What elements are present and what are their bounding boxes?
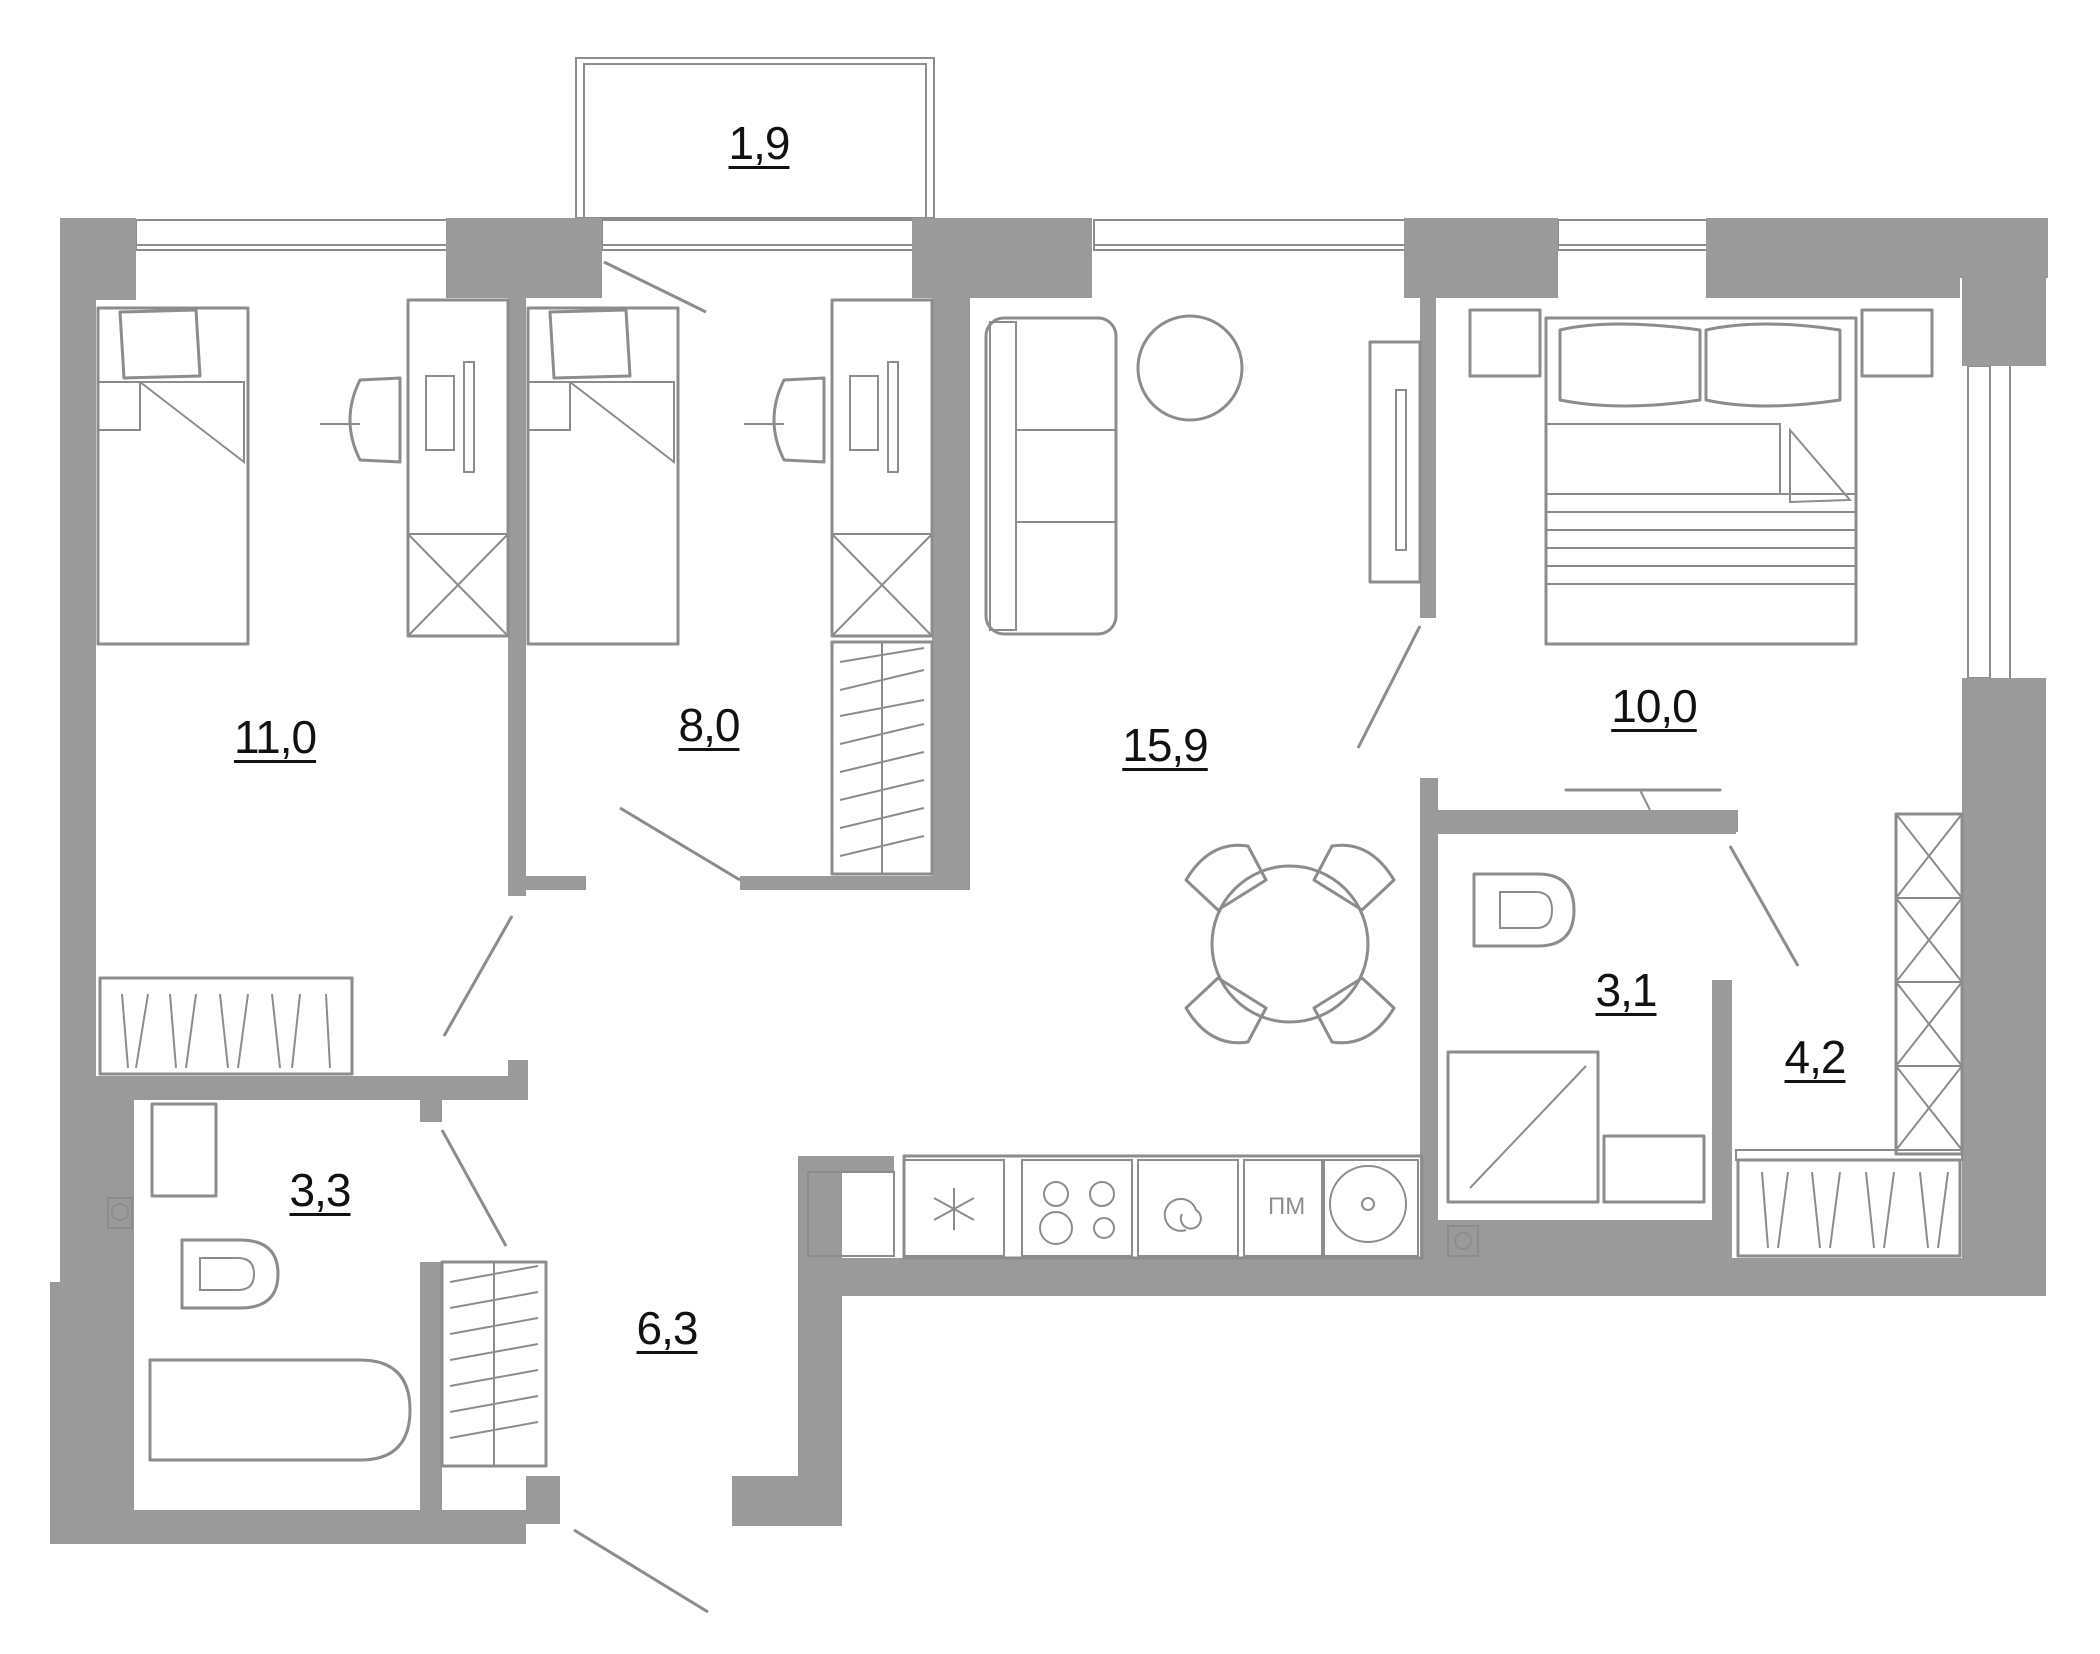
desk-middle — [744, 298, 934, 638]
area-label-bathroom-right: 3,1 — [1595, 964, 1658, 1016]
wardrobe-middle — [830, 640, 934, 876]
area-label-bedroom-left: 11,0 — [233, 711, 317, 763]
double-bed — [1468, 308, 1934, 646]
bathroom-left-fixtures — [107, 1102, 412, 1462]
doors — [440, 260, 1800, 1614]
walls — [50, 218, 2048, 1544]
kitchen-counter: ПМ — [807, 1154, 1424, 1260]
round-coffee-table — [1136, 314, 1244, 422]
tv-stand — [1368, 340, 1422, 584]
area-label-hallway: 6,3 — [636, 1302, 699, 1354]
area-label-bedroom-middle: 8,0 — [678, 699, 741, 751]
wardrobe-hall-right — [1736, 1158, 1962, 1258]
area-label-balcony: 1,9 — [728, 117, 791, 169]
wardrobe-hallway — [440, 1260, 548, 1468]
tv-master — [1564, 788, 1722, 811]
fridge-snowflake-icon — [933, 1188, 975, 1230]
area-label-hall-right: 4,2 — [1784, 1031, 1847, 1083]
dishwasher-label: ПМ — [1268, 1193, 1305, 1220]
closet-right — [1894, 812, 1964, 1156]
bed-middle — [526, 306, 680, 646]
area-label-living-kitchen: 15,9 — [1122, 719, 1209, 771]
window-right — [1967, 365, 2011, 679]
wardrobe-left — [98, 976, 354, 1076]
balcony — [575, 57, 935, 219]
bed-left — [96, 306, 250, 646]
area-label-bathroom-left: 3,3 — [289, 1164, 352, 1216]
desk-left — [320, 298, 510, 638]
area-label-bedroom-master: 10,0 — [1611, 680, 1698, 732]
bathroom-right-fixtures — [1446, 872, 1706, 1257]
dining-set — [1184, 843, 1396, 1045]
sofa — [984, 316, 1118, 636]
